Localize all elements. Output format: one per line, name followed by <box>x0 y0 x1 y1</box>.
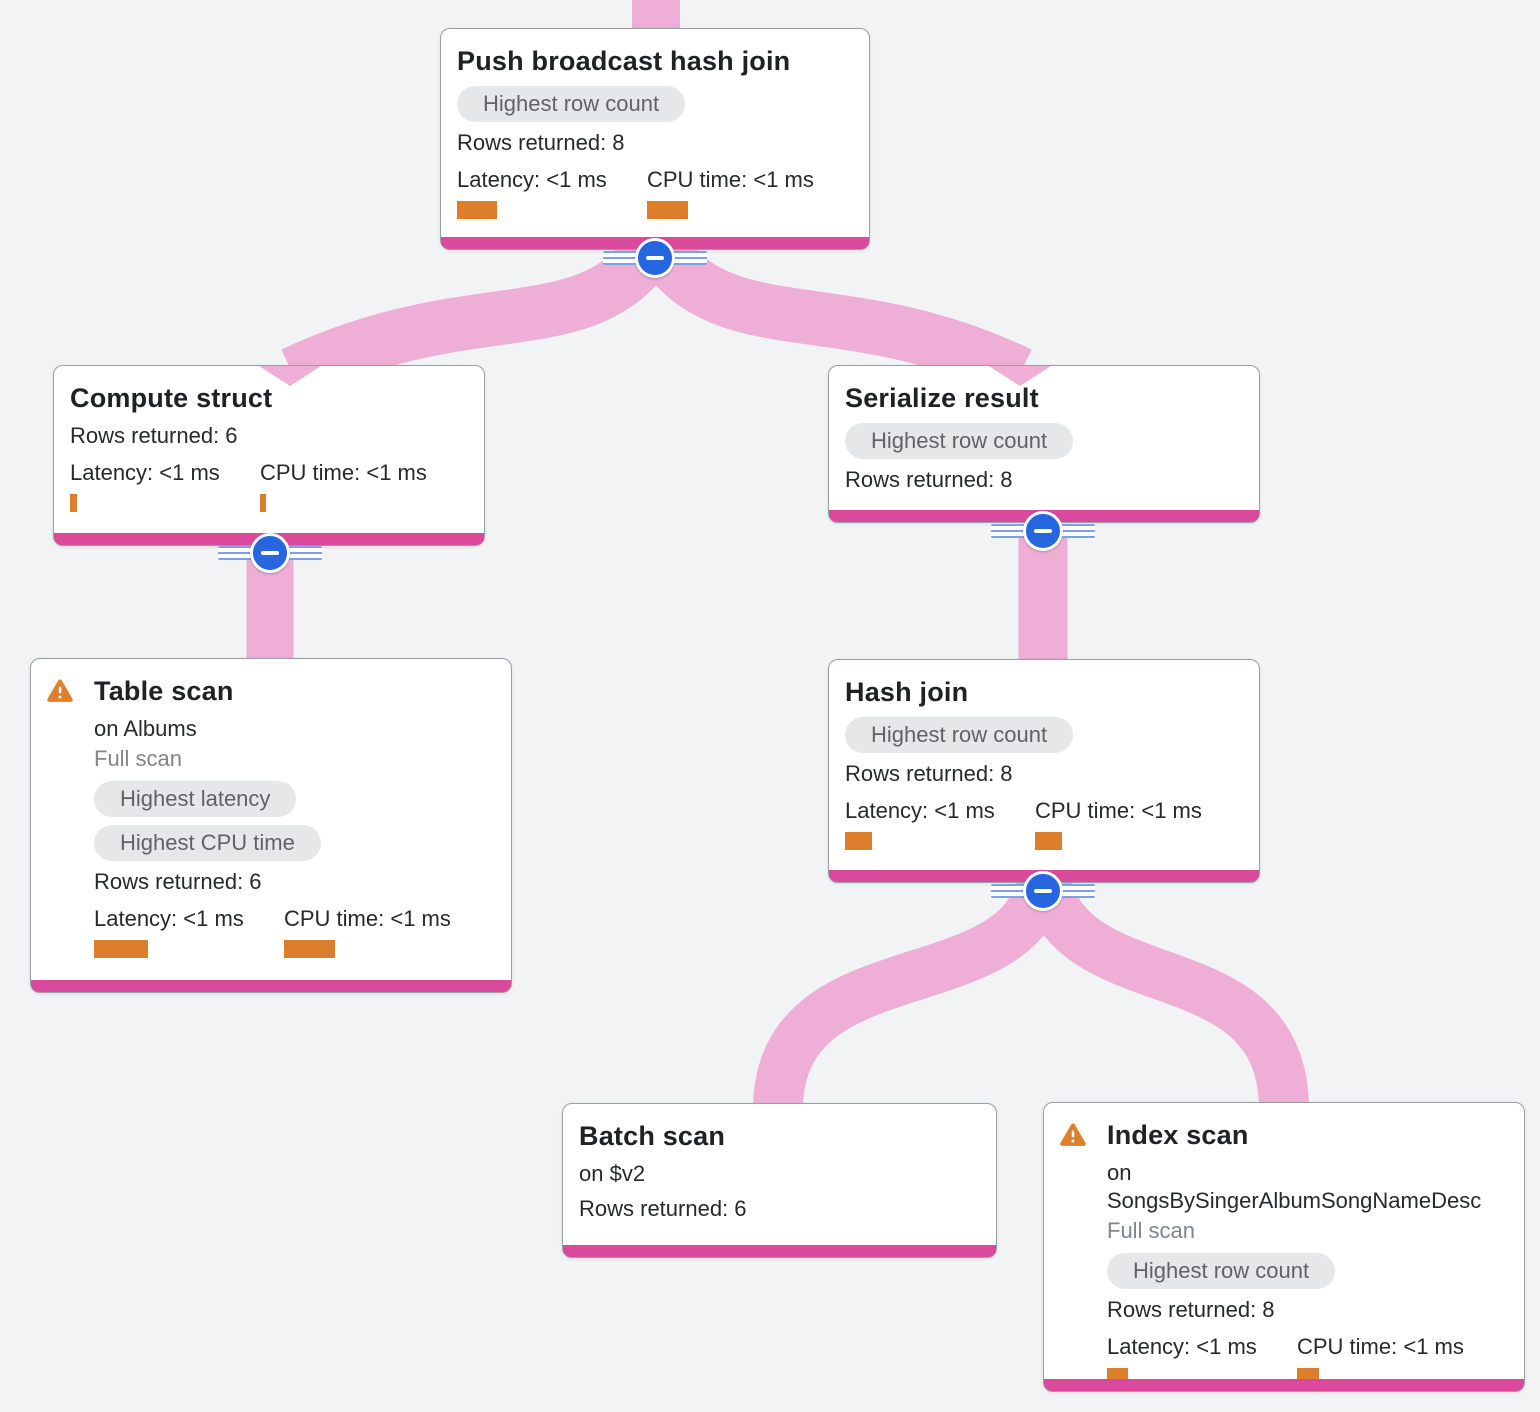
ribbon-arrow-notch <box>259 366 321 386</box>
rows-returned: Rows returned: 6 <box>94 869 262 894</box>
latency-label: Latency: <1 ms <box>1107 1334 1257 1359</box>
latency-label: Latency: <1 ms <box>457 167 607 192</box>
scan-target: on Albums <box>94 716 197 741</box>
highest-row-count-badge: Highest row count <box>845 717 1074 753</box>
warning-icon <box>47 679 73 702</box>
ribbon-arrow-notch <box>989 366 1051 386</box>
minus-glyph <box>646 255 664 261</box>
rows-returned: Rows returned: 6 <box>70 423 238 448</box>
badge-row: Highest CPU time <box>94 825 495 861</box>
minus-circle-icon[interactable] <box>1023 511 1063 551</box>
minus-glyph <box>261 550 279 556</box>
badge-row: Highest row count <box>1107 1253 1508 1289</box>
plan-node-table-scan[interactable]: Table scan on Albums Full scan Highest l… <box>30 658 512 993</box>
minus-circle-icon[interactable] <box>1023 871 1063 911</box>
cpu-time-label: CPU time: <1 ms <box>284 906 451 931</box>
metrics: Latency: <1 ms CPU time: <1 ms <box>457 166 853 219</box>
node-accent-bar <box>31 980 511 992</box>
minus-circle-icon[interactable] <box>635 238 675 278</box>
edge-hash-join-to-index-scan <box>1022 878 1309 1111</box>
collapse-button-serialize-result[interactable] <box>991 511 1095 551</box>
node-accent-bar <box>1044 1379 1524 1391</box>
plan-node-push-broadcast-hash-join[interactable]: Push broadcast hash join Highest row cou… <box>440 28 870 250</box>
node-title: Serialize result <box>845 383 1039 413</box>
edge-push-broadcast-to-compute-struct <box>281 233 673 399</box>
badge-row: Highest latency <box>94 781 495 817</box>
collapse-button-compute-struct[interactable] <box>218 533 322 573</box>
cpu-time-label: CPU time: <1 ms <box>647 167 814 192</box>
node-title: Compute struct <box>70 383 273 413</box>
plan-node-batch-scan[interactable]: Batch scan on $v2 Rows returned: 6 <box>562 1103 997 1258</box>
plan-node-compute-struct[interactable]: Compute struct Rows returned: 6 Latency:… <box>53 365 485 546</box>
node-title: Table scan <box>94 676 234 706</box>
cpu-time-label: CPU time: <1 ms <box>260 460 427 485</box>
cpu-time-bar <box>284 940 335 958</box>
scan-type: Full scan <box>94 746 183 771</box>
metrics: Latency: <1 ms CPU time: <1 ms <box>94 905 495 958</box>
rows-returned: Rows returned: 8 <box>845 761 1013 786</box>
node-accent-bar <box>563 1245 996 1257</box>
cpu-time-bar <box>1035 832 1062 850</box>
collapse-button-push-broadcast[interactable] <box>603 238 707 278</box>
badge-row: Highest row count <box>845 423 1243 459</box>
latency-bar <box>94 940 148 958</box>
rows-returned: Rows returned: 6 <box>579 1196 747 1221</box>
minus-glyph <box>1034 528 1052 534</box>
cpu-time-bar <box>647 201 688 219</box>
highest-row-count-badge: Highest row count <box>1107 1253 1336 1289</box>
highest-latency-badge: Highest latency <box>94 781 297 817</box>
minus-glyph <box>1034 888 1052 894</box>
rows-returned: Rows returned: 8 <box>845 467 1013 492</box>
latency-label: Latency: <1 ms <box>70 460 220 485</box>
warning-icon <box>1060 1123 1086 1146</box>
cpu-time-bar <box>260 494 266 512</box>
node-title: Index scan <box>1107 1120 1249 1150</box>
latency-bar <box>70 494 77 512</box>
cpu-time-label: CPU time: <1 ms <box>1297 1334 1464 1359</box>
collapse-button-hash-join[interactable] <box>991 871 1095 911</box>
metrics: Latency: <1 ms CPU time: <1 ms <box>70 459 468 512</box>
edge-push-broadcast-to-serialize-result <box>639 233 1032 399</box>
cpu-time-label: CPU time: <1 ms <box>1035 798 1202 823</box>
edge-hash-join-to-batch-scan <box>753 878 1066 1112</box>
scan-target: on SongsBySingerAlbumSongNameDesc <box>1107 1160 1482 1213</box>
highest-row-count-badge: Highest row count <box>845 423 1074 459</box>
plan-node-hash-join[interactable]: Hash join Highest row count Rows returne… <box>828 659 1260 883</box>
minus-circle-icon[interactable] <box>250 533 290 573</box>
node-title: Push broadcast hash join <box>457 46 791 76</box>
node-title: Hash join <box>845 677 969 707</box>
badge-row: Highest row count <box>457 86 853 122</box>
latency-label: Latency: <1 ms <box>845 798 995 823</box>
badge-row: Highest row count <box>845 717 1243 753</box>
rows-returned: Rows returned: 8 <box>457 130 625 155</box>
highest-cpu-time-badge: Highest CPU time <box>94 825 321 861</box>
latency-bar <box>457 201 497 219</box>
latency-label: Latency: <1 ms <box>94 906 244 931</box>
scan-target: on $v2 <box>579 1161 646 1186</box>
plan-node-serialize-result[interactable]: Serialize result Highest row count Rows … <box>828 365 1260 523</box>
plan-node-index-scan[interactable]: Index scan on SongsBySingerAlbumSongName… <box>1043 1102 1525 1392</box>
highest-row-count-badge: Highest row count <box>457 86 686 122</box>
rows-returned: Rows returned: 8 <box>1107 1297 1275 1322</box>
scan-type: Full scan <box>1107 1218 1196 1243</box>
metrics: Latency: <1 ms CPU time: <1 ms <box>845 797 1243 850</box>
node-title: Batch scan <box>579 1121 726 1151</box>
latency-bar <box>845 832 872 850</box>
